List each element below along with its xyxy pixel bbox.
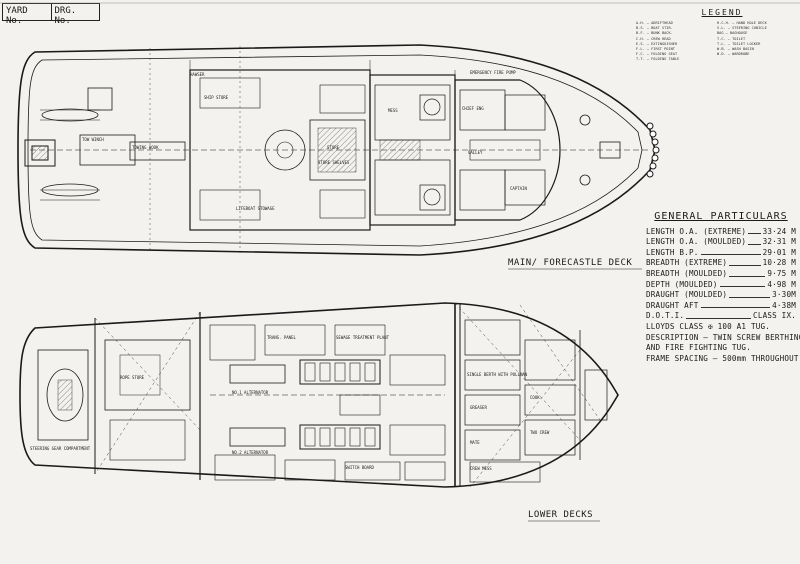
room-label-chief-eng: CHIEF ENG: [462, 106, 484, 111]
leader-dash: [748, 237, 761, 245]
particulars-label: D.O.T.I.: [646, 311, 685, 321]
room-label-galley: GALLEY: [468, 150, 483, 155]
room-label-crew-mess: CREW MESS: [470, 466, 492, 471]
leader-dash: [686, 311, 752, 319]
room-label-store-shelves: STORE SHELVES: [318, 160, 350, 165]
legend-entry: E.S. — EXTINGUISHER: [636, 41, 678, 46]
legend-entry: W.D. — WARDROBE: [717, 52, 750, 57]
leader-dash: [700, 248, 761, 256]
particulars-line: DESCRIPTION — TWIN SCREW BERTHING: [646, 332, 800, 342]
room-label-tow-winch: TOW WINCH: [82, 137, 104, 142]
room-label-steering-gear: STEERING GEAR COMPARTMENT: [30, 446, 91, 451]
room-label-mate: MATE: [470, 440, 480, 445]
legend-entry: [717, 57, 794, 62]
particulars-value: 32·31 M: [762, 237, 796, 247]
room-label-ship-stores: SHIP STORE: [204, 95, 229, 100]
particulars-row: D.O.T.I. CLASS IX.: [646, 311, 796, 322]
particulars-label: DEPTH (MOULDED): [646, 279, 718, 289]
particulars-row: DRAUGHT (MOULDED) 3·30M: [646, 290, 796, 301]
legend-entry: B.F. — BUNK BACK.: [636, 31, 673, 36]
particulars-row: DEPTH (MOULDED) 4·98 M: [646, 280, 796, 291]
particulars-label: DRAUGHT (MOULDED): [646, 290, 728, 300]
particulars-row: LENGTH B.P. 29·01 M: [646, 248, 796, 259]
room-label-no1-alternator: NO.1 ALTERNATOR: [232, 390, 269, 395]
particulars-line: FRAME SPACING — 500mm THROUGHOUT.: [646, 353, 800, 363]
room-label-transformer: TRANS. PANEL: [267, 335, 296, 340]
particulars-row: LENGTH O.A. (EXTREME) 33·24 M: [646, 227, 796, 238]
particulars-value: 10·28 M: [762, 258, 796, 268]
particulars-label: BREADTH (EXTREME): [646, 258, 728, 268]
legend-entry: S.L. — STEERING CUBICLE: [717, 26, 767, 31]
room-label-hawser: HAWSER: [190, 72, 205, 77]
particulars-label: LENGTH B.P.: [646, 247, 699, 257]
legend-entry: C.H. — CREW HEAD: [636, 36, 671, 41]
particulars-label: LENGTH O.A. (EXTREME): [646, 226, 747, 236]
leader-dash: [729, 269, 766, 277]
room-label-switchboard: SWITCH BOARD: [345, 465, 374, 470]
room-label-greaser: GREASER: [470, 405, 487, 410]
leader-dash: [729, 258, 761, 266]
general-particulars-panel: GENERAL PARTICULARS LENGTH O.A. (EXTREME…: [646, 211, 800, 364]
particulars-label: DRAUGHT AFT: [646, 300, 699, 310]
legend-entries: A.H. — ADRIFTHEAD H.C.H. — HAND HOLE DECK…: [636, 21, 794, 63]
legend-entry: F.C. — FOLDING SEAT: [636, 52, 678, 57]
lower-deck-plan: [19, 302, 619, 488]
particulars-value: 4·98 M: [767, 279, 796, 289]
legend-entry: B.S. — BOAT STIR.: [636, 26, 673, 31]
legend-entry: T.L. — TOILET LOCKER: [717, 41, 761, 46]
room-label-single-berth: SINGLE BERTH WITH PULLMAN: [467, 372, 528, 377]
title-block: YARD No. DRG. No.: [2, 3, 100, 26]
legend-entry: A.H. — ADRIFTHEAD: [636, 21, 673, 25]
leader-dash: [719, 280, 766, 288]
legend-title: LEGEND: [701, 8, 743, 17]
leader-dash: [729, 290, 771, 298]
particulars-row: DRAUGHT AFT 4·38M: [646, 301, 796, 312]
lower-deck-label: LOWER DECKS: [528, 510, 594, 520]
room-label-towing-hook: TOWING HOOK: [132, 145, 159, 150]
particulars-value: 29·01 M: [762, 247, 796, 257]
particulars-line: AND FIRE FIGHTING TUG.: [646, 343, 751, 353]
drg-no-label: DRG. No.: [54, 6, 77, 26]
legend-entry: H.C.H. — HAND HOLE DECK: [717, 21, 767, 25]
room-label-lifeboat-stowage: LIFEBOAT STOWAGE: [236, 206, 275, 211]
leader-dash: [748, 227, 761, 235]
legend-entry: BAG — BAGHOUSE: [717, 31, 748, 36]
particulars-label: LENGTH O.A. (MOULDED): [646, 237, 747, 247]
legend-entry: T.C. — TOILET: [717, 36, 746, 41]
particulars-title: GENERAL PARTICULARS: [654, 211, 788, 222]
leader-dash: [700, 301, 771, 309]
room-label-rope-store: ROPE STORE: [120, 375, 145, 380]
room-label-owners-store: STORE: [327, 145, 340, 150]
legend-entry: T.T. — FOLDING TABLE: [636, 57, 680, 62]
main-deck-plan: [17, 44, 660, 256]
particulars-value: 33·24 M: [762, 226, 796, 236]
yard-no-label: YARD No.: [3, 4, 52, 26]
room-label-cook: COOK: [530, 395, 540, 400]
room-label-sewage: SEWAGE TREATMENT PLANT: [336, 335, 389, 340]
legend-entry: W.B. — WASH BASIN: [717, 47, 754, 52]
particulars-row: BREADTH (EXTREME) 10·28 M: [646, 258, 796, 269]
room-label-no2-alternator: NO.2 ALTERNATOR: [232, 450, 269, 455]
particulars-row: BREADTH (MOULDED) 9·75 M: [646, 269, 796, 280]
particulars-lines: LLOYDS CLASS ✠ 100 A1 TUG.DESCRIPTION — …: [646, 321, 800, 364]
particulars-value: 9·75 M: [767, 268, 796, 278]
particulars-value: 4·38M: [772, 300, 796, 310]
main-deck-label: MAIN/ FORECASTLE DECK: [508, 258, 633, 268]
particulars-row: LENGTH O.A. (MOULDED) 32·31 M: [646, 237, 796, 248]
legend-panel: LEGEND A.H. — ADRIFTHEAD H.C.H. — HAND HO…: [636, 8, 794, 63]
room-label-two-crew: TWO CREW: [530, 430, 550, 435]
particulars-label: BREADTH (MOULDED): [646, 268, 728, 278]
room-label-captain: CAPTAIN: [510, 186, 527, 191]
room-label-emergency-fire-pump: EMERGENCY FIRE PUMP: [470, 70, 516, 75]
legend-entry: F.L. — FIRST POINT: [636, 47, 675, 52]
particulars-value: 3·30M: [772, 290, 796, 300]
particulars-line: LLOYDS CLASS ✠ 100 A1 TUG.: [646, 321, 771, 331]
room-label-mess: MESS: [388, 108, 398, 113]
particulars-value: CLASS IX.: [753, 311, 796, 321]
